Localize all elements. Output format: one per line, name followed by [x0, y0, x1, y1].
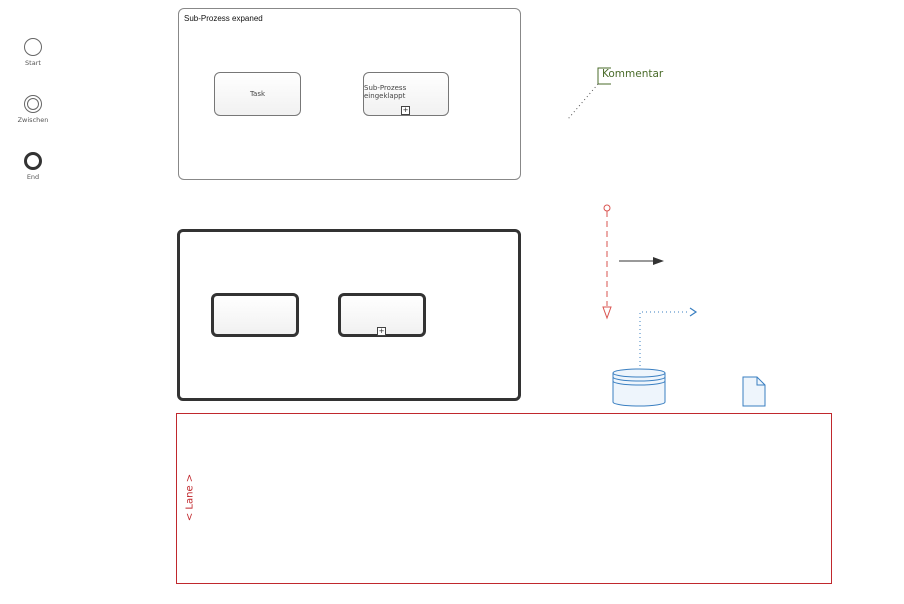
end-event[interactable] — [24, 152, 42, 170]
collapse-marker-icon[interactable]: + — [401, 106, 410, 115]
collapsed-subprocess-label: Sub-Prozess eingeklappt — [364, 84, 407, 100]
subprocess-expanded-title: Sub-Prozess expaned — [184, 14, 263, 23]
end-event-label: End — [26, 173, 40, 181]
message-flow-arrow-icon — [602, 306, 612, 320]
message-flow-start-icon — [603, 204, 611, 212]
sequence-flow-arrow-icon — [653, 257, 664, 265]
intermediate-event-label: Zwischen — [17, 116, 49, 124]
task-box-unlabeled[interactable] — [211, 293, 299, 337]
data-association-arrow-icon — [689, 307, 698, 317]
annotation-text[interactable]: Kommentar — [602, 68, 664, 80]
data-store-icon — [612, 368, 666, 407]
start-event[interactable] — [24, 38, 42, 56]
task-box[interactable]: Task — [214, 72, 301, 116]
data-object-icon — [742, 376, 766, 407]
annotation-bracket — [597, 67, 611, 85]
collapse-marker-icon-unlabeled[interactable]: + — [377, 327, 386, 336]
start-event-label: Start — [25, 59, 41, 67]
task-label: Task — [249, 90, 266, 98]
intermediate-event-inner-ring — [27, 98, 39, 110]
data-association-line — [639, 311, 690, 370]
annotation-association-line — [567, 83, 599, 120]
lane[interactable] — [176, 413, 832, 584]
